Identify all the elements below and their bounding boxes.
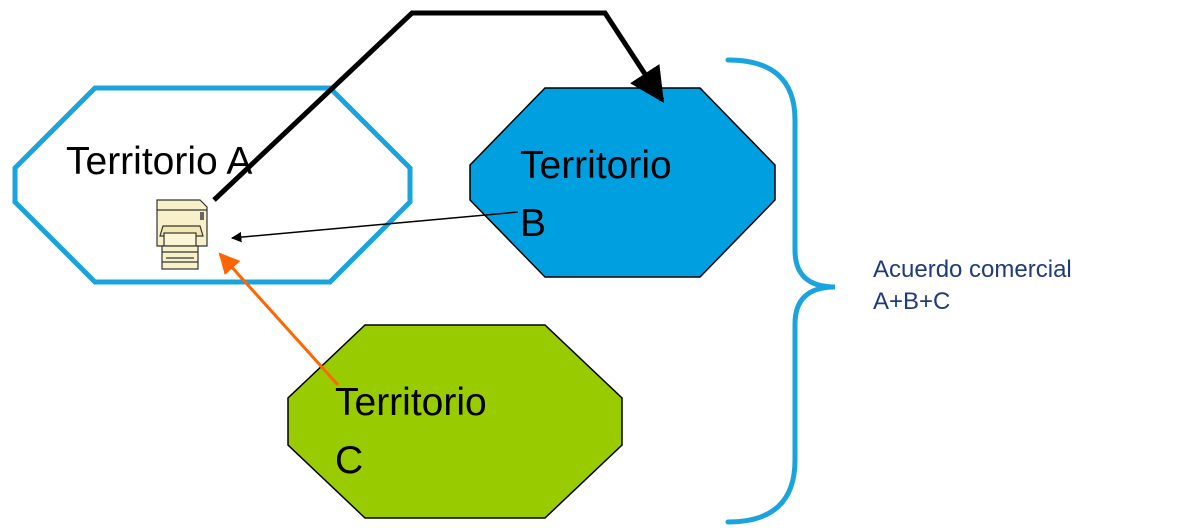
territory-a-label: Territorio A [66,140,253,183]
agreement-label: Acuerdo comercial A+B+C [873,254,1072,318]
territory-c-label-line1: Territorio [335,381,487,424]
printer-icon [156,199,208,270]
territory-b-label: Territorio B [520,137,672,253]
arrow-b-to-printer [230,211,519,243]
territory-b-label-line2: B [520,202,547,245]
territory-a-shape [12,85,413,285]
arrow-a-to-b [212,10,665,202]
agreement-label-line2: A+B+C [873,288,951,315]
territory-b-label-line1: Territorio [520,144,672,187]
arrow-c-to-printer [218,252,340,387]
agreement-label-line1: Acuerdo comercial [873,256,1072,283]
territory-c-shape [287,324,623,519]
agreement-brace [725,57,836,525]
territory-c-label-line2: C [335,439,364,482]
territory-c-label: Territorio C [335,374,487,490]
territory-b-shape [469,87,776,278]
